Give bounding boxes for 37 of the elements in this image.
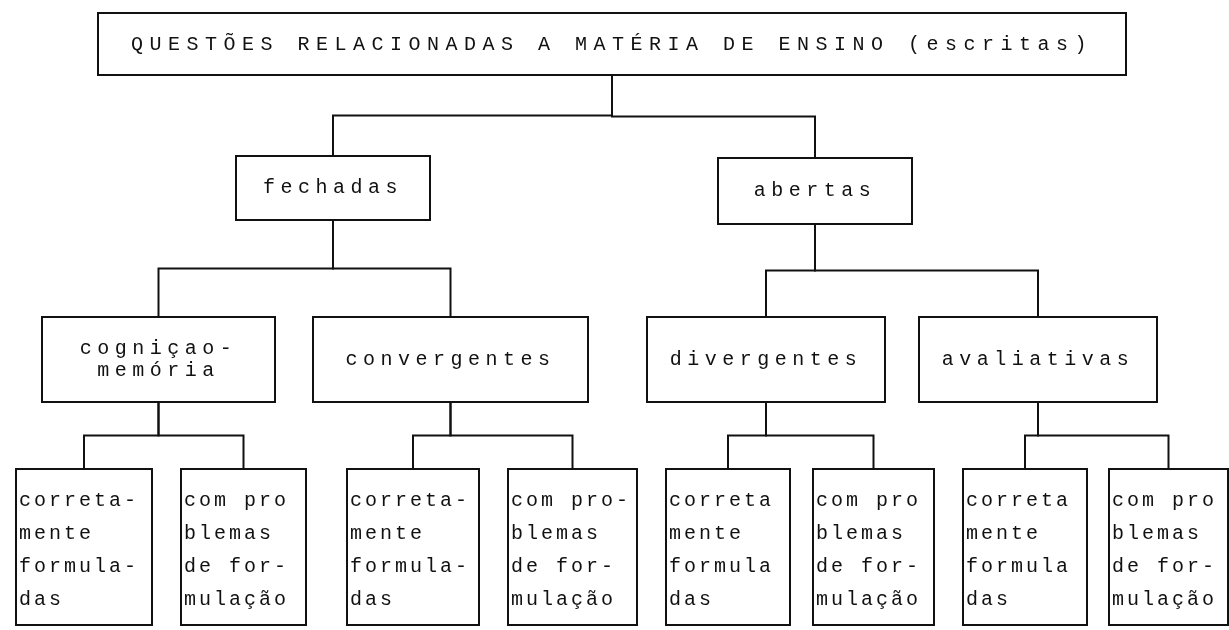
category-box <box>646 316 886 403</box>
category-box <box>15 468 153 626</box>
category-label: correta mente formula das <box>669 488 775 613</box>
category-box <box>346 468 480 626</box>
connector-line <box>449 402 574 469</box>
category-box <box>507 468 638 626</box>
category-box <box>235 155 431 221</box>
category-box <box>180 468 307 626</box>
category-label: com pro blemas de for- mulação <box>816 488 922 613</box>
category-box <box>97 12 1127 76</box>
category-label: fechadas <box>263 177 403 199</box>
category-label: avaliativas <box>941 348 1135 371</box>
connector-line <box>814 224 1039 317</box>
connector-line <box>1037 402 1170 469</box>
connector-line <box>611 75 816 158</box>
category-box <box>1108 468 1229 626</box>
category-box <box>918 316 1158 403</box>
category-label: divergentes <box>669 348 863 371</box>
category-label: com pro- blemas de for- mulação <box>511 488 632 613</box>
category-label: abertas <box>753 180 877 202</box>
connector-line <box>765 402 875 469</box>
connector-line <box>332 220 452 317</box>
category-label: correta- mente formula- das <box>350 488 471 613</box>
category-box <box>665 468 791 626</box>
category-box <box>312 316 589 403</box>
category-label: com pro blemas de for- mulação <box>1112 488 1218 613</box>
connector-line <box>157 402 245 469</box>
category-label: QUESTÕES RELACIONADAS A MATÉRIA DE ENSINO (escritas) <box>130 32 1094 56</box>
category-label: correta- mente formula- das <box>19 488 140 613</box>
category-label: com pro blemas de for- mulação <box>184 488 290 613</box>
category-label: convergentes <box>345 348 556 371</box>
category-label: cogniçao- memória <box>78 337 239 382</box>
category-box <box>812 468 935 626</box>
category-box <box>962 468 1088 626</box>
category-box <box>41 316 276 403</box>
category-label: correta mente formula das <box>966 488 1072 613</box>
category-box <box>717 157 913 225</box>
